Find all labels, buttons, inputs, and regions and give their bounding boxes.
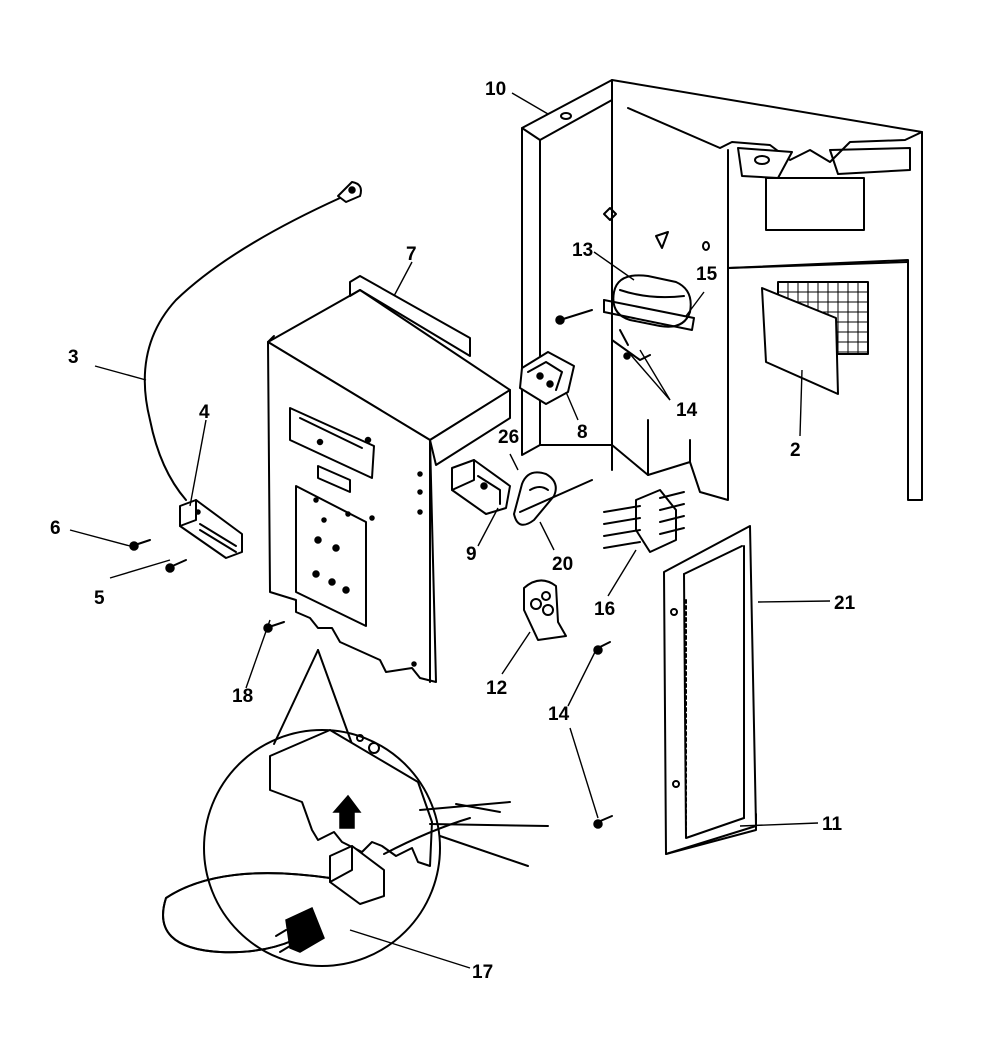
part-6-screw [129, 539, 151, 551]
part-14-screw-upper [593, 641, 611, 655]
screw-near-13 [555, 309, 593, 325]
callout-21: 21 [834, 593, 856, 614]
part-2-filter-grid [761, 281, 869, 395]
callout-12: 12 [486, 678, 507, 699]
part-4-terminal-block [179, 499, 243, 559]
detail-circle-power-cord [162, 649, 549, 967]
part-3-ground-wire [143, 181, 362, 501]
callout-26: 26 [498, 427, 519, 448]
part-10-rear-panel [521, 79, 923, 501]
leader-lines [69, 92, 831, 969]
part-7-control-box [267, 275, 511, 683]
callout-10: 10 [485, 79, 506, 100]
callout-7: 7 [406, 244, 417, 265]
callout-4: 4 [199, 402, 210, 423]
callout-9: 9 [466, 544, 477, 565]
part-5-screw [165, 559, 187, 573]
callout-14-lower: 14 [548, 704, 570, 725]
callout-8: 8 [577, 422, 588, 443]
callout-15: 15 [696, 264, 718, 285]
part-21-side-panel [663, 525, 757, 855]
callout-5: 5 [94, 588, 105, 609]
callout-3: 3 [68, 347, 79, 368]
callout-16: 16 [594, 599, 615, 620]
part-13-capacitor [603, 274, 695, 361]
callout-6: 6 [50, 518, 61, 539]
callout-20: 20 [552, 554, 573, 575]
part-16-heatsink [603, 489, 685, 553]
part-14-screw-lower [593, 815, 613, 829]
part-9-switch [451, 459, 511, 515]
callout-17: 17 [472, 962, 493, 983]
callout-13: 13 [572, 240, 593, 261]
callout-2: 2 [790, 440, 801, 461]
callout-11: 11 [822, 814, 843, 835]
callout-14-upper: 14 [676, 400, 698, 421]
part-20-fuse-holder [513, 471, 593, 526]
part-12-cover [523, 579, 567, 641]
callout-labels: 10 7 3 4 6 5 13 15 14 2 26 8 9 20 16 21 … [50, 79, 856, 983]
part-8-connector [519, 351, 575, 405]
callout-18: 18 [232, 686, 253, 707]
